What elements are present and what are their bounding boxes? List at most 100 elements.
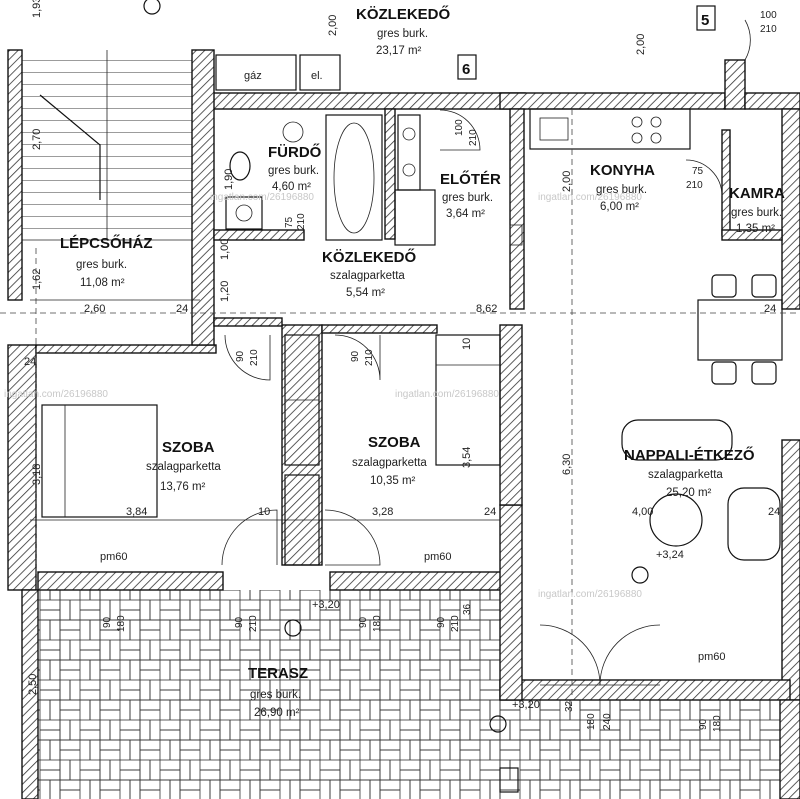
chair-2 [751,274,777,298]
door-label-75-210-b: 75 210 [686,166,704,191]
svg-text:gres burk.: gres burk. [268,165,319,177]
dim-vertical-10b: 10 [461,338,473,350]
level-label-2: +3,24 [656,549,684,561]
svg-text:210: 210 [296,213,307,230]
bathtub [325,114,383,241]
door-swing-living-left [539,624,601,686]
svg-text:10,35 m²: 10,35 m² [370,475,416,487]
washer [397,114,421,191]
wall-top-right [499,92,726,110]
terrace-tiles [38,590,500,799]
svg-text:90: 90 [436,616,447,628]
wall-pantry-bottom [721,229,783,241]
wall-right-lower [781,439,800,701]
bathtub-inner [333,122,375,234]
bed-room1 [41,404,158,518]
dim-vertical-2-50: 2,50 [27,674,39,695]
svg-text:26,90 m²: 26,90 m² [254,707,300,719]
wall-bath-bottom [213,229,305,241]
room-szoba-1: SZOBA szalagparketta 13,76 m² [146,439,221,493]
svg-text:1,20: 1,20 [219,281,231,302]
svg-text:13,76 m²: 13,76 m² [160,481,206,493]
watermark-3: ingatlan.com/26196880 [4,389,108,400]
svg-text:210: 210 [364,349,375,366]
wall-bath-right [384,108,396,240]
svg-text:2,00: 2,00 [561,171,573,192]
svg-text:1,00: 1,00 [219,239,231,260]
gas-box [215,54,297,91]
svg-text:gres burk.: gres burk. [76,259,127,271]
wall-left-mid [7,344,37,591]
dim-2-60: 2,60 [84,303,105,315]
level-marker-3 [489,715,507,733]
shower-drain [235,204,253,222]
electric-box [299,54,341,91]
door-swing-bedroom1 [221,509,278,566]
wall-right [781,108,800,310]
dim-vertical-2-00-c: 2,00 [561,171,573,192]
svg-text:3,64 m²: 3,64 m² [446,208,485,220]
room-eloter: ELŐTÉR gres burk. 3,64 m² [440,170,501,220]
door-top-height: 210 [760,24,777,35]
watermark-4: ingatlan.com/26196880 [395,389,499,400]
wall-room2-right [499,324,523,506]
svg-text:210: 210 [450,615,461,632]
level-marker-2 [631,566,649,584]
small-marker [499,767,519,793]
svg-text:LÉPCSŐHÁZ: LÉPCSŐHÁZ [60,234,153,252]
dim-vertical-2-00-b: 2,00 [635,34,647,55]
svg-text:1,35 m²: 1,35 m² [736,223,775,235]
cabinet [394,189,436,246]
room-kamra: KAMRA gres burk. 1,35 m² [729,185,785,235]
wall-top-mid [199,92,526,110]
wall-room-divider [281,324,323,566]
svg-text:23,17 m²: 23,17 m² [376,45,422,57]
door-label-90-210-c: 90 210 [234,615,259,632]
svg-text:3,18: 3,18 [31,464,43,485]
room-kozlekedo-mid: KÖZLEKEDŐ szalagparketta 5,54 m² [322,248,417,299]
room-kozlekedo-top: KÖZLEKEDŐ gres burk. 23,17 m² [356,5,451,57]
svg-text:90: 90 [235,350,246,362]
wall-living-bottom [499,679,791,701]
wall-mid-horizontal-2 [213,317,283,327]
room-konyha: KONYHA gres burk. 6,00 m² [590,162,655,213]
svg-text:KÖZLEKEDŐ: KÖZLEKEDŐ [322,248,417,266]
svg-text:gres burk.: gres burk. [377,28,428,40]
wall-room2-top [321,324,438,334]
room-szoba-2: SZOBA szalagparketta 10,35 m² [352,434,427,487]
dim-vertical-2-00-a: 2,00 [327,15,339,36]
gas-label: gáz [244,70,262,82]
dim-vertical-32: 32 [564,700,575,712]
svg-text:TERASZ: TERASZ [248,665,308,682]
wall-left-bottom [21,589,39,799]
door-label-90-210-b: 90 210 [350,349,375,366]
svg-text:gres burk.: gres burk. [596,184,647,196]
unit-marker-6-box [457,54,477,80]
window-label-3: pm60 [698,651,726,663]
svg-text:KAMRA: KAMRA [729,185,785,202]
door-label-90-180-a: 90 180 [102,615,127,632]
unit-marker-5-box [696,5,716,31]
svg-text:180: 180 [712,715,723,732]
dining-table [697,299,783,361]
door-label-75-210-a: 75 210 [284,213,307,230]
svg-text:210: 210 [249,349,260,366]
door-top-width: 100 [760,10,777,21]
dim-vertical-1-62: 1,62 [31,269,43,290]
coffee-table [649,493,703,547]
wall-top-corner [744,92,800,110]
level-marker-top [143,0,161,15]
svg-text:2,50: 2,50 [27,674,39,695]
stove-burner-3 [631,132,643,144]
wall-top-far-right [724,59,746,110]
svg-text:1,62: 1,62 [31,269,43,290]
watermark-1: ingatlan.com/26196880 [210,192,314,203]
svg-text:2,00: 2,00 [635,34,647,55]
wall-living-left [499,504,523,701]
chair-4 [751,361,777,385]
svg-text:90: 90 [350,350,361,362]
door-swing-pantry [685,159,723,197]
dim-24-b: 24 [764,303,776,315]
door-label-90-210-d: 90 210 [436,615,461,632]
